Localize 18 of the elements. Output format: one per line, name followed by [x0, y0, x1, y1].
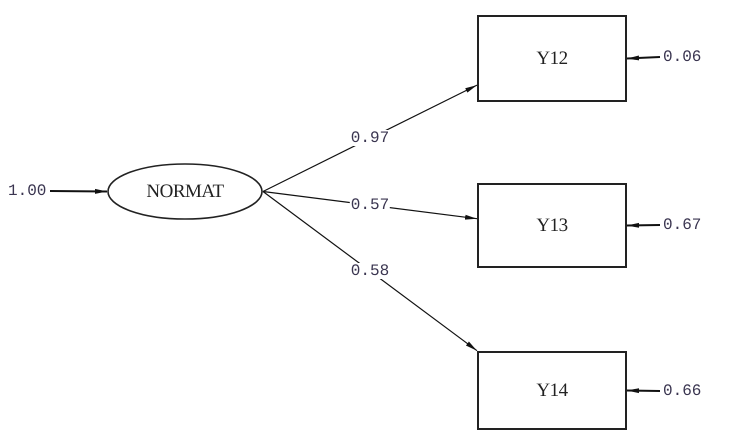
path-coefficient: 0.97: [350, 130, 390, 146]
path-arrow: [626, 388, 660, 394]
variable-name: NORMAT: [146, 180, 224, 202]
error-variance-value: 0.66: [663, 382, 702, 400]
observed-variable-box: [477, 15, 627, 102]
variable-name: Y13: [536, 214, 568, 236]
path-arrow: [50, 188, 108, 194]
path-arrow: [626, 222, 660, 228]
variable-name: Y12: [536, 48, 568, 70]
observed-variable-box: [477, 351, 627, 430]
path-arrow: [626, 55, 660, 60]
error-variance-value: 1.00: [8, 182, 46, 200]
variable-name: Y14: [536, 380, 568, 402]
path-arrow: [262, 191, 478, 352]
observed-variable-box: [477, 183, 627, 268]
error-variance-value: 0.06: [663, 48, 702, 66]
path-coefficient: 0.58: [350, 263, 390, 280]
error-variance-value: 0.67: [663, 216, 702, 234]
